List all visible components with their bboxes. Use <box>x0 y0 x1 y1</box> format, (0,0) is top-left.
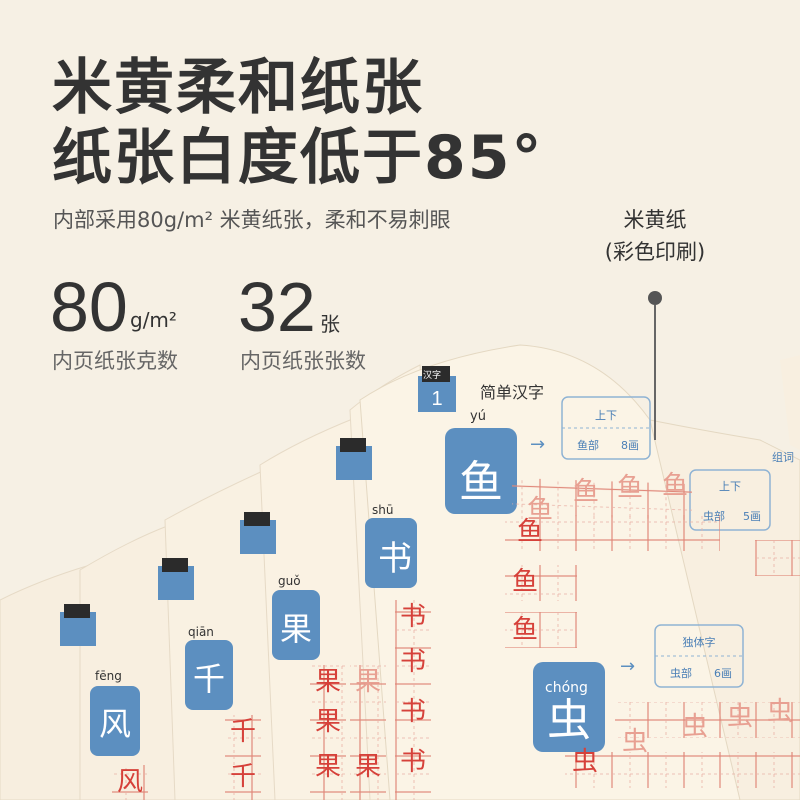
info-strokes-right: 5画 <box>743 510 761 523</box>
arrow-icon: → <box>530 434 545 455</box>
stat-sheets-value: 32 <box>238 268 316 346</box>
info-structure-yu: 上下 <box>595 409 617 422</box>
svg-text:果: 果 <box>315 752 341 782</box>
tile-pinyin-feng: fēng <box>95 669 122 683</box>
info-radical-yu: 鱼部 <box>577 438 599 452</box>
stat-sheets-unit: 张 <box>320 312 340 336</box>
tile-pinyin-shu: shū <box>372 503 393 517</box>
stat-weight-value: 80 <box>50 268 128 346</box>
section-title: 简单汉字 <box>480 383 544 402</box>
badge-number: 1 <box>431 388 442 410</box>
tile-char-shu: 书 <box>378 539 412 579</box>
right-page-tag: 组词 <box>772 450 794 464</box>
subtitle: 内部采用80g/m² 米黄纸张，柔和不易刺眼 <box>53 208 451 232</box>
svg-text:虫: 虫 <box>572 747 598 777</box>
tile-pinyin-yu: yú <box>470 409 486 424</box>
tile-char-chong: 虫 <box>547 695 591 746</box>
svg-text:鱼: 鱼 <box>573 477 599 507</box>
headline-line-1: 米黄柔和纸张 <box>52 53 424 123</box>
svg-text:虫: 虫 <box>682 712 708 742</box>
char-tiles <box>90 428 605 756</box>
tile-char-yu: 鱼 <box>459 457 503 508</box>
svg-text:果: 果 <box>355 752 381 782</box>
stat-weight-unit: g/m² <box>130 308 177 332</box>
svg-text:虫: 虫 <box>622 727 648 757</box>
info-strokes-yu: 8画 <box>621 439 639 452</box>
svg-text:虫: 虫 <box>767 697 793 727</box>
practice-grids <box>112 477 800 800</box>
info-strokes-chong: 6画 <box>714 667 732 680</box>
stat-weight-caption: 内页纸张克数 <box>52 349 178 373</box>
svg-text:虫: 虫 <box>727 702 753 732</box>
tile-pinyin-chong: chóng <box>545 680 588 696</box>
svg-text:果: 果 <box>315 707 341 737</box>
callout-line <box>654 305 656 440</box>
badge-label: 汉字 <box>423 369 441 381</box>
callout-dot <box>648 291 662 305</box>
info-box-yu <box>561 396 651 460</box>
page-badges <box>60 366 456 646</box>
svg-text:风: 风 <box>117 767 143 797</box>
callout-line-2: (彩色印刷) <box>604 240 706 264</box>
headline-line-2: 纸张白度低于85° <box>52 123 544 193</box>
svg-text:鱼: 鱼 <box>512 615 538 645</box>
svg-text:鱼: 鱼 <box>617 473 643 503</box>
tile-pinyin-guo: guǒ <box>278 574 301 588</box>
stat-sheets-caption: 内页纸张张数 <box>240 349 366 373</box>
info-radical-chong: 虫部 <box>670 666 692 680</box>
practice-chars: 鱼 鱼 鱼 鱼 鱼 鱼 鱼 虫 虫 虫 虫 虫 书 书 书 书 果 果 果 果 … <box>117 471 793 797</box>
svg-text:果: 果 <box>315 667 341 697</box>
tile-pinyin-qian: qiān <box>188 625 214 639</box>
svg-text:鱼: 鱼 <box>527 495 553 525</box>
callout-line-1: 米黄纸 <box>623 208 687 232</box>
svg-text:鱼: 鱼 <box>517 517 543 547</box>
info-structure-right: 上下 <box>719 480 741 493</box>
arrow-icon: → <box>620 656 635 677</box>
svg-text:书: 书 <box>400 747 426 777</box>
svg-text:书: 书 <box>400 647 426 677</box>
svg-text:千: 千 <box>230 762 256 792</box>
svg-text:书: 书 <box>400 602 426 632</box>
tile-char-qian: 千 <box>193 660 225 698</box>
svg-text:鱼: 鱼 <box>512 567 538 597</box>
svg-text:千: 千 <box>230 717 256 747</box>
info-structure-chong: 独体字 <box>683 635 716 649</box>
tile-char-guo: 果 <box>280 610 312 648</box>
info-box-chong <box>654 624 744 688</box>
svg-text:鱼: 鱼 <box>662 471 688 501</box>
tile-char-feng: 风 <box>99 705 131 743</box>
svg-text:书: 书 <box>400 697 426 727</box>
svg-text:果: 果 <box>355 667 381 697</box>
